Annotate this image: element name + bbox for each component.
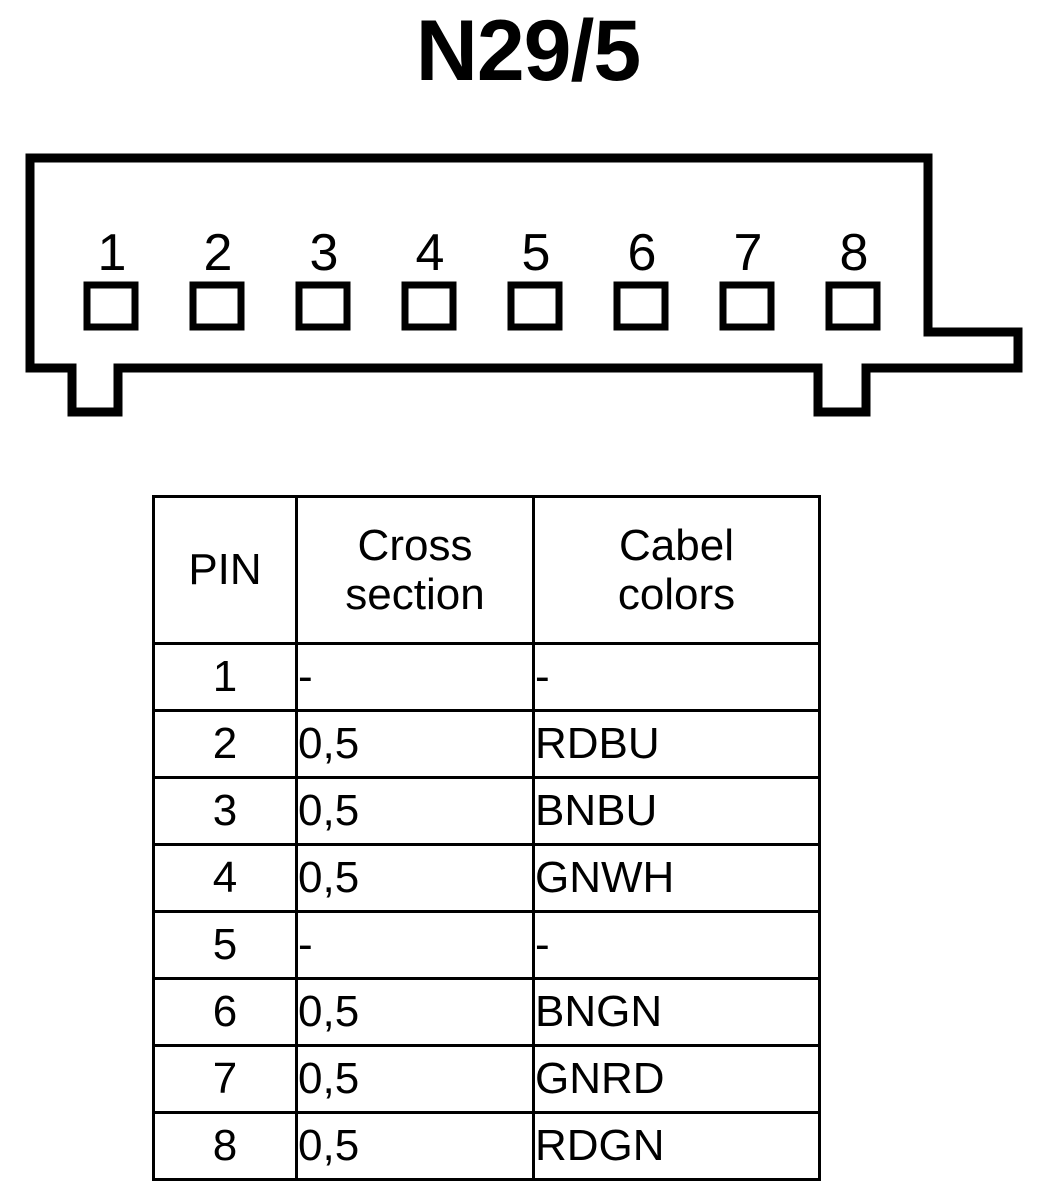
- pin-socket-4: [401, 281, 457, 331]
- pin-socket-2: [189, 281, 245, 331]
- cell-cross-section: 0,5: [295, 977, 535, 1047]
- cell-cable-colors: BNBU: [532, 776, 821, 846]
- cell-pin: 2: [152, 709, 298, 779]
- column-header-cable-colors-line1: Cabel: [619, 520, 734, 570]
- pin-socket-6: [613, 281, 669, 331]
- cell-cable-colors: GNWH: [532, 843, 821, 913]
- cell-cross-section: 0,5: [295, 709, 535, 779]
- cell-cable-colors: -: [532, 910, 821, 980]
- cell-pin: 8: [152, 1111, 298, 1181]
- cell-pin: 1: [152, 642, 298, 712]
- pin-socket-1: [83, 281, 139, 331]
- cell-pin: 7: [152, 1044, 298, 1114]
- connector-diagram: 1 2 3 4 5 6 7 8: [0, 140, 1056, 430]
- pin-number-5: 5: [522, 224, 551, 282]
- cell-cross-section: 0,5: [295, 776, 535, 846]
- table-row: 1 - -: [152, 642, 821, 712]
- pin-socket-5: [507, 281, 563, 331]
- table-row: 2 0,5 RDBU: [152, 709, 821, 779]
- table-row: 8 0,5 RDGN: [152, 1111, 821, 1181]
- cell-pin: 4: [152, 843, 298, 913]
- pin-number-2: 2: [204, 224, 233, 282]
- pin-number-7: 7: [734, 224, 763, 282]
- cell-cross-section: -: [295, 642, 535, 712]
- column-header-pin: PIN: [152, 495, 298, 645]
- column-header-cross-section-line1: Cross: [357, 520, 473, 570]
- connector-outline-svg: 1 2 3 4 5 6 7 8: [25, 153, 1023, 417]
- column-header-cable-colors-line2: colors: [617, 570, 736, 619]
- pin-socket-8: [825, 281, 881, 331]
- cell-cable-colors: GNRD: [532, 1044, 821, 1114]
- cell-cross-section: 0,5: [295, 1044, 535, 1114]
- cell-cable-colors: RDGN: [532, 1111, 821, 1181]
- cell-cable-colors: RDBU: [532, 709, 821, 779]
- pin-assignment-table: PIN Cross section Cabel colors 1 - - 2 0…: [152, 495, 821, 1181]
- page-title: N29/5: [415, 3, 642, 99]
- pin-number-6: 6: [628, 224, 657, 282]
- table-header-row: PIN Cross section Cabel colors: [152, 495, 821, 645]
- cell-cross-section: 0,5: [295, 843, 535, 913]
- cell-cable-colors: BNGN: [532, 977, 821, 1047]
- column-header-cross-section-line2: section: [345, 570, 485, 619]
- pin-number-4: 4: [416, 224, 445, 282]
- column-header-cable-colors: Cabel colors: [532, 495, 821, 645]
- table-row: 3 0,5 BNBU: [152, 776, 821, 846]
- table-row: 5 - -: [152, 910, 821, 980]
- column-header-cross-section: Cross section: [295, 495, 535, 645]
- cell-pin: 6: [152, 977, 298, 1047]
- cell-pin: 5: [152, 910, 298, 980]
- table-row: 7 0,5 GNRD: [152, 1044, 821, 1114]
- pin-number-3: 3: [310, 224, 339, 282]
- cell-cross-section: -: [295, 910, 535, 980]
- pin-socket-3: [295, 281, 351, 331]
- cell-pin: 3: [152, 776, 298, 846]
- table-row: 6 0,5 BNGN: [152, 977, 821, 1047]
- pin-socket-7: [719, 281, 775, 331]
- pin-number-8: 8: [840, 224, 869, 282]
- pin-number-1: 1: [98, 224, 127, 282]
- cell-cross-section: 0,5: [295, 1111, 535, 1181]
- table-row: 4 0,5 GNWH: [152, 843, 821, 913]
- cell-cable-colors: -: [532, 642, 821, 712]
